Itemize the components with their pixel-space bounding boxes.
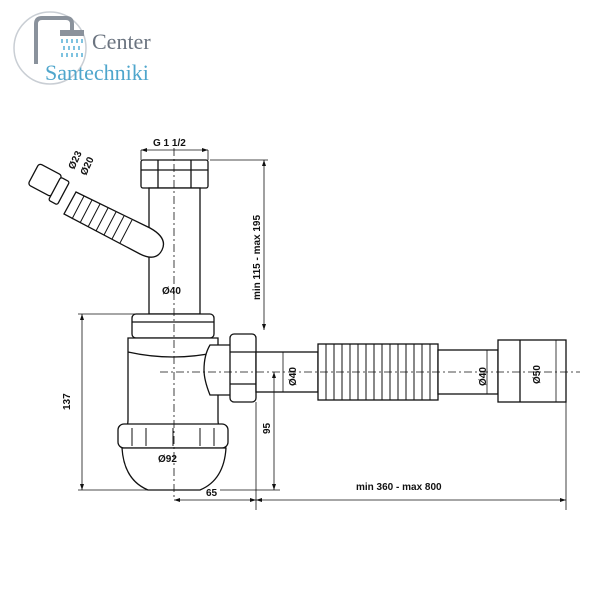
logo-line2: Santechniki [45,60,149,85]
dim-outlet-dia-2: Ø40 [478,367,489,386]
side-elbow [203,344,233,396]
dim-outlet-dia-1: Ø40 [288,367,299,386]
thread-cap [140,159,209,189]
dimension-labels: G 1 1/2 Ø23 Ø20 Ø40 min 115 - max 195 13… [62,138,543,499]
dim-offset: 65 [206,488,218,499]
dim-outlet-end-dia: Ø50 [532,365,543,384]
overflow-cap-ring [48,177,70,205]
center-lines [160,148,580,500]
side-nut [229,333,257,403]
shower-icon [34,16,74,64]
union-nut [131,313,215,339]
dim-length-range: min 360 - max 800 [356,482,442,493]
dim-total-height: 137 [62,393,73,410]
outlet-end-cap [497,339,567,403]
hose-ribs [71,195,133,244]
water-drops-icon [61,39,83,57]
logo-ring [13,11,87,85]
dim-thread: G 1 1/2 [153,138,186,149]
logo-line1: Center [92,29,151,54]
dim-vertical-range: min 115 - max 195 [252,215,263,300]
dim-bowl-dia: Ø92 [158,454,177,465]
dimension-arrows [80,148,566,502]
siphon-body [28,159,567,491]
shower-head-icon [60,30,84,36]
cup-ribs [131,428,215,446]
dimension-lines [78,149,567,510]
logo: Center Santechniki [13,11,151,85]
dim-outlet-height: 95 [262,422,273,434]
overflow-hose [63,191,165,258]
dim-pipe-dia: Ø40 [162,286,181,297]
